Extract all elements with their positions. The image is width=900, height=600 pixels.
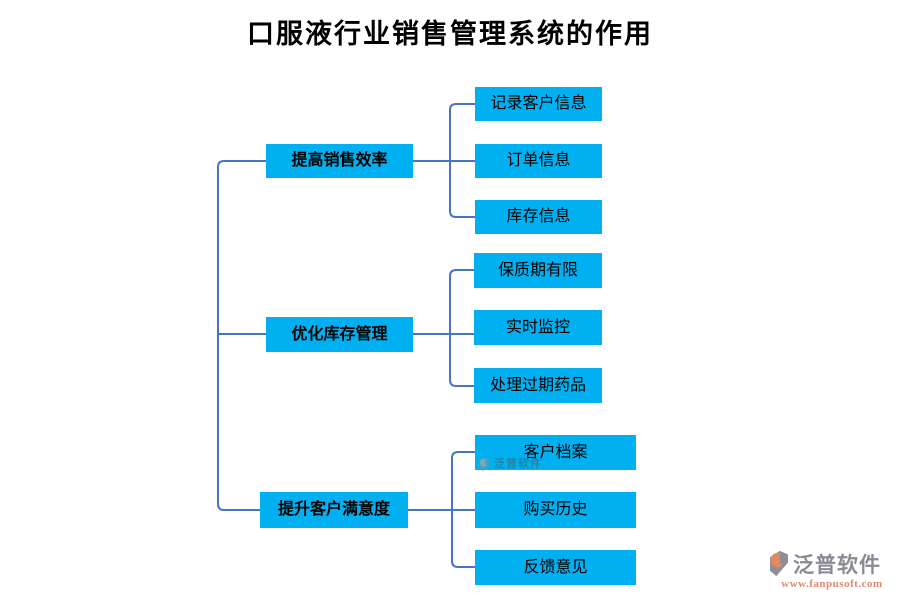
fanpu-logo-icon [770, 550, 788, 577]
connector-spine [217, 160, 266, 511]
logo-name: 泛普软件 [793, 552, 881, 577]
leaf-box-customer-files: 客户档案 [475, 435, 636, 470]
fanpu-logo: 泛普软件 www.fanpusoft.com [768, 550, 896, 590]
leaf-box-real-time-monitoring: 实时监控 [474, 310, 602, 345]
branch-box-improve-sales-efficiency: 提高销售效率 [266, 144, 413, 178]
branch-box-optimize-inventory-management: 优化库存管理 [266, 317, 413, 352]
leaf-box-inventory-info: 库存信息 [475, 200, 602, 234]
leaf-box-limited-shelf-life: 保质期有限 [474, 253, 602, 288]
connector-branch2-children [449, 269, 476, 387]
leaf-box-record-customer-info: 记录客户信息 [475, 87, 602, 121]
connector-branch3-children [451, 451, 477, 568]
diagram-title: 口服液行业销售管理系统的作用 [247, 19, 653, 49]
leaf-box-feedback: 反馈意见 [475, 550, 636, 585]
logo-url: www.fanpusoft.com [781, 578, 883, 590]
leaf-box-handle-expired-drugs: 处理过期药品 [474, 368, 602, 403]
connector-branch1-children [449, 103, 477, 218]
branch-box-improve-customer-satisfaction: 提升客户满意度 [260, 492, 408, 528]
leaf-box-purchase-history: 购买历史 [475, 492, 636, 528]
leaf-box-order-info: 订单信息 [475, 144, 602, 178]
